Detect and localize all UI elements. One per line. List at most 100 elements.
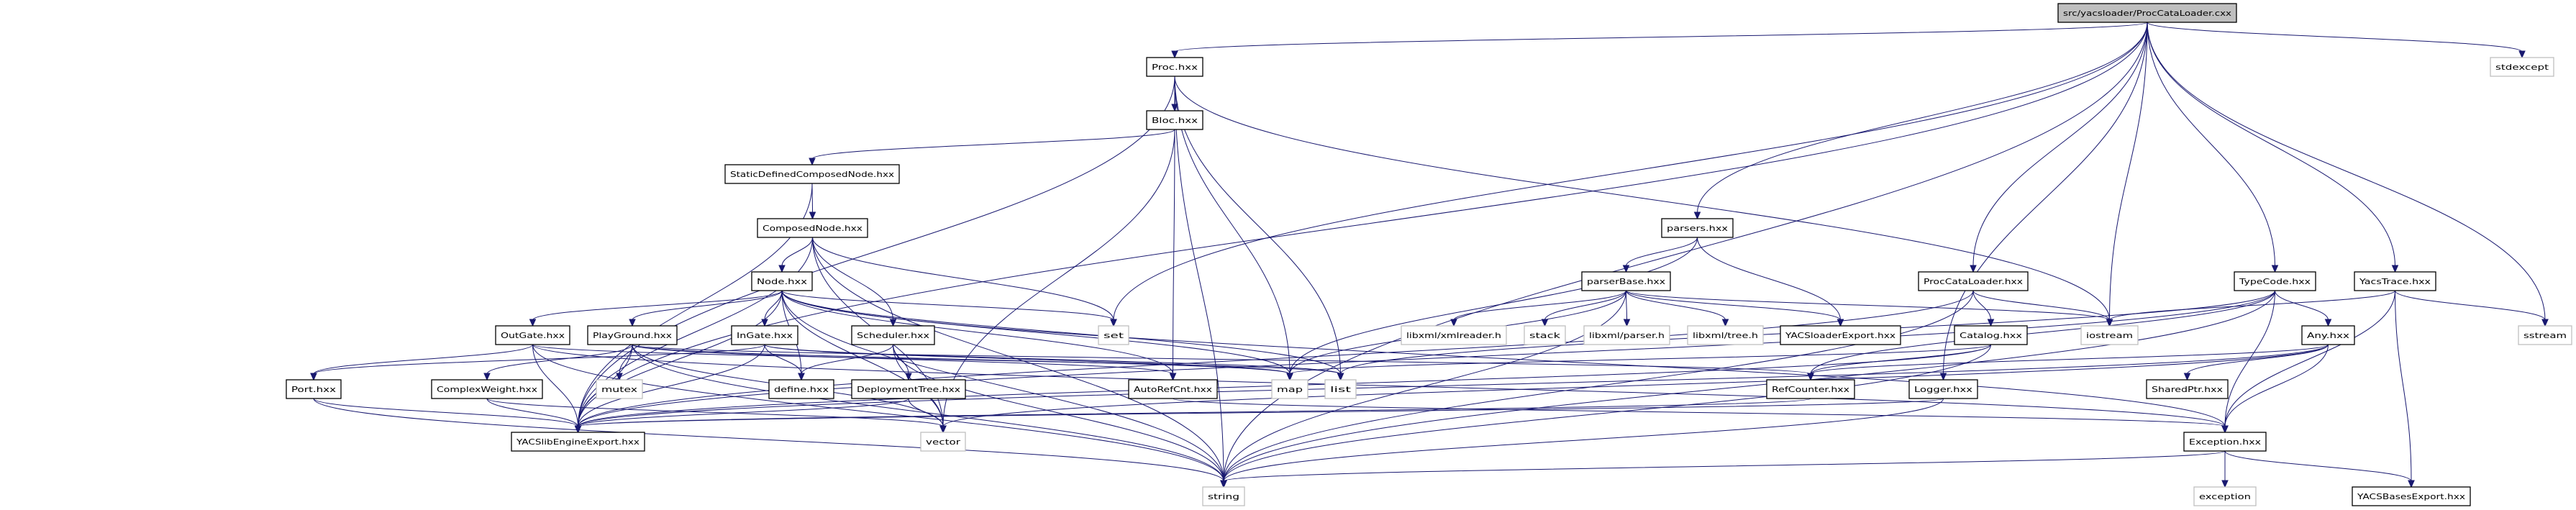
- node-stack: stack: [1524, 325, 1566, 345]
- node-label: Bloc.hxx: [1152, 116, 1198, 125]
- node-box: [1780, 325, 1901, 345]
- node-label: TypeCode.hxx: [2239, 277, 2311, 286]
- edge-refcounter-to-yle: [574, 398, 1811, 434]
- node-pcl[interactable]: ProcCataLoader.hxx: [1918, 271, 2029, 291]
- edge-root-to-stdexcept: [2147, 22, 2526, 59]
- node-box: [2301, 325, 2355, 345]
- node-label: Logger.hxx: [1914, 385, 1973, 394]
- node-complexweight[interactable]: ComplexWeight.hxx: [431, 379, 543, 399]
- node-box: [1324, 379, 1357, 399]
- node-box: [1583, 325, 1670, 345]
- node-deptree[interactable]: DeploymentTree.hxx: [851, 379, 966, 399]
- edge-node-to-set: [781, 290, 1117, 327]
- node-box: [1098, 325, 1129, 345]
- node-label: Port.hxx: [291, 385, 337, 394]
- arrowhead-icon: [616, 373, 623, 381]
- node-autorefcnt[interactable]: AutoRefCnt.hxx: [1128, 379, 1218, 399]
- edge-deptree-to-vector: [908, 398, 947, 434]
- node-label: Catalog.hxx: [1960, 331, 2023, 340]
- node-yloe[interactable]: YACSloaderExport.hxx: [1780, 325, 1901, 345]
- node-yle[interactable]: YACSlibEngineExport.hxx: [511, 432, 645, 452]
- edge-node-to-playground: [629, 290, 783, 327]
- node-label: libxml/xmlreader.h: [1406, 331, 1501, 340]
- node-catalog[interactable]: Catalog.hxx: [1954, 325, 2028, 345]
- node-box: [1128, 379, 1218, 399]
- node-define[interactable]: define.hxx: [768, 379, 834, 399]
- edge-yacstrace-to-iostream: [2106, 290, 2395, 327]
- node-box: [1146, 57, 1203, 77]
- edge-sdcn-to-cn: [809, 183, 816, 220]
- arrowhead-icon: [2106, 319, 2113, 327]
- node-box: [2352, 486, 2471, 506]
- edge-pcl-to-iostream: [1972, 290, 2113, 327]
- node-cn[interactable]: ComposedNode.hxx: [757, 218, 868, 238]
- node-exceptionhxx[interactable]: Exception.hxx: [2183, 432, 2267, 452]
- arrowhead-icon: [1807, 373, 1814, 381]
- node-any[interactable]: Any.hxx: [2301, 325, 2355, 345]
- node-playground[interactable]: PlayGround.hxx: [587, 325, 678, 345]
- edge-outgate-to-port: [310, 344, 533, 381]
- edge-catalog-to-map: [1286, 344, 1991, 381]
- arrowhead-icon: [1171, 104, 1178, 112]
- node-label: sstream: [2523, 331, 2567, 340]
- node-label: Exception.hxx: [2189, 437, 2262, 447]
- node-box: [851, 379, 966, 399]
- edge-cn-to-node: [778, 237, 813, 273]
- node-label: Proc.hxx: [1152, 63, 1198, 72]
- node-node[interactable]: Node.hxx: [751, 271, 813, 291]
- edge-root-to-yacstrace: [2147, 22, 2399, 273]
- edge-playground-to-complexweight: [483, 344, 633, 381]
- arrowhead-icon: [2391, 265, 2399, 273]
- edge-exceptionhxx-to-exception: [2221, 450, 2229, 488]
- edge-port-to-string: [313, 398, 1227, 488]
- node-ybe[interactable]: YACSBasesExport.hxx: [2352, 486, 2471, 506]
- node-xmlreader: libxml/xmlreader.h: [1401, 325, 1507, 345]
- node-box: [1146, 110, 1203, 130]
- node-root[interactable]: src/yacsloader/ProcCataLoader.cxx: [2057, 3, 2237, 23]
- arrowhead-icon: [1337, 373, 1344, 381]
- node-label: parsers.hxx: [1667, 224, 1729, 233]
- arrowhead-icon: [1970, 265, 1977, 273]
- node-label: YACSlibEngineExport.hxx: [516, 437, 640, 447]
- node-label: parserBase.hxx: [1587, 277, 1666, 286]
- node-iostream: iostream: [2080, 325, 2139, 345]
- edge-playground-to-map: [632, 344, 1293, 381]
- node-scheduler[interactable]: Scheduler.hxx: [851, 325, 935, 345]
- node-box: [2057, 3, 2237, 23]
- node-proc[interactable]: Proc.hxx: [1146, 57, 1203, 77]
- arrowhead-icon: [1110, 319, 1117, 327]
- arrowhead-icon: [574, 425, 582, 434]
- node-box: [1954, 325, 2028, 345]
- edge-root-to-proc: [1171, 22, 2148, 59]
- node-parsers[interactable]: parsers.hxx: [1661, 218, 1734, 238]
- node-sdcn[interactable]: StaticDefinedComposedNode.hxx: [724, 164, 900, 184]
- node-label: ComposedNode.hxx: [763, 224, 863, 233]
- node-yacstrace[interactable]: YacsTrace.hxx: [2354, 271, 2436, 291]
- node-logger[interactable]: Logger.hxx: [1908, 379, 1978, 399]
- arrowhead-icon: [1169, 373, 1177, 381]
- node-sharedptr[interactable]: SharedPtr.hxx: [2146, 379, 2229, 399]
- edge-node-to-outgate: [529, 290, 783, 327]
- node-outgate[interactable]: OutGate.hxx: [495, 325, 570, 345]
- edge-root-to-typecode: [2147, 22, 2279, 273]
- arrowhead-icon: [1541, 319, 1549, 327]
- node-typecode[interactable]: TypeCode.hxx: [2234, 271, 2316, 291]
- node-parserbase[interactable]: parserBase.hxx: [1581, 271, 1671, 291]
- edge-catalog-to-refcounter: [1807, 344, 1991, 381]
- node-refcounter[interactable]: RefCounter.hxx: [1766, 379, 1855, 399]
- node-list: list: [1324, 379, 1357, 399]
- arrowhead-icon: [1171, 50, 1178, 59]
- node-bloc[interactable]: Bloc.hxx: [1146, 110, 1203, 130]
- arrowhead-icon: [2408, 480, 2415, 488]
- arrowhead-icon: [1220, 480, 1227, 488]
- node-label: map: [1277, 385, 1303, 394]
- node-box: [1524, 325, 1566, 345]
- node-box: [920, 432, 966, 452]
- node-port[interactable]: Port.hxx: [286, 379, 342, 399]
- node-box: [1202, 486, 1245, 506]
- edge-any-to-vector: [939, 344, 2329, 434]
- arrowhead-icon: [310, 373, 317, 381]
- node-ingate[interactable]: InGate.hxx: [731, 325, 798, 345]
- node-box: [286, 379, 342, 399]
- node-label: string: [1208, 492, 1239, 501]
